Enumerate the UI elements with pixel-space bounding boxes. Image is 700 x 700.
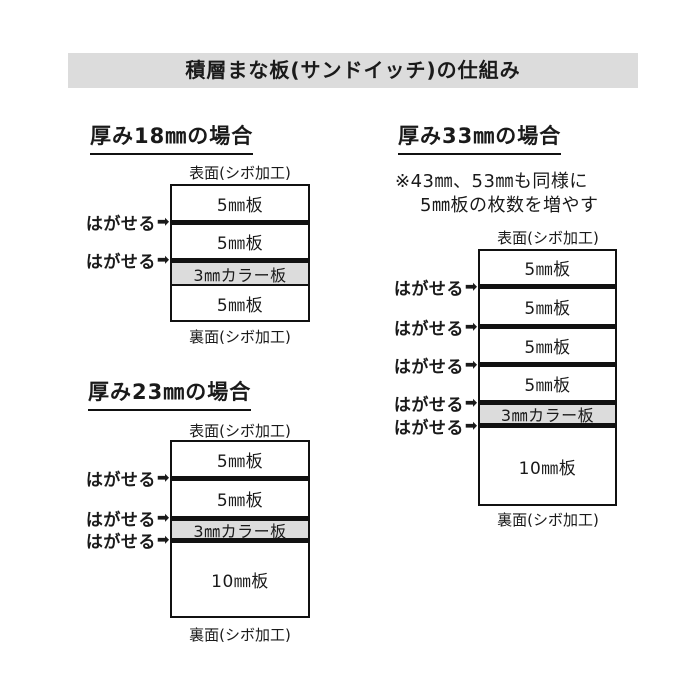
back-label: 裏面(シボ加工) xyxy=(189,626,291,644)
glue-line xyxy=(172,284,308,286)
layer-3mm-color: 3㎜カラー板 xyxy=(172,521,308,541)
peel-seam-line xyxy=(172,516,308,521)
peel-seam-line xyxy=(480,324,615,329)
peel-arrow-icon: ➡ xyxy=(464,355,478,374)
layer-stack: 5㎜板 5㎜板 3㎜カラー板 10㎜板 xyxy=(170,440,310,618)
peel-arrow-icon: ➡ xyxy=(156,468,170,487)
layer-5mm: 5㎜板 xyxy=(216,451,264,472)
peel-label: はがせる xyxy=(393,395,464,416)
peel-row: はがせる➡ xyxy=(394,353,478,378)
peel-label: はがせる xyxy=(393,357,464,378)
peel-row: はがせる➡ xyxy=(394,275,478,300)
diagram-33mm-heading: 厚み33㎜の場合 xyxy=(398,120,562,155)
back-label: 裏面(シボ加工) xyxy=(497,511,599,529)
peel-row: はがせる➡ xyxy=(86,466,170,491)
layer-stack: 5㎜板 5㎜板 3㎜カラー板 5㎜板 xyxy=(170,184,310,322)
peel-seam-line xyxy=(480,423,615,428)
peel-row: はがせる➡ xyxy=(394,315,478,340)
layer-5mm: 5㎜板 xyxy=(524,260,571,280)
peel-arrow-icon: ➡ xyxy=(464,277,478,296)
peel-label: はがせる xyxy=(85,214,156,235)
peel-arrow-icon: ➡ xyxy=(464,393,478,412)
layer-3mm-color: 3㎜カラー板 xyxy=(172,263,308,285)
layer-10mm: 10㎜板 xyxy=(211,572,269,592)
layer-5mm: 5㎜板 xyxy=(216,234,264,254)
peel-row: はがせる➡ xyxy=(86,210,170,235)
diagram-23mm-heading: 厚み23㎜の場合 xyxy=(88,376,252,411)
peel-arrow-icon: ➡ xyxy=(464,317,478,336)
peel-arrow-icon: ➡ xyxy=(464,416,478,435)
note-line-2: 5㎜板の枚数を増やす xyxy=(420,195,599,216)
peel-seam-line xyxy=(480,400,615,405)
peel-arrow-icon: ➡ xyxy=(156,250,170,269)
peel-label: はがせる xyxy=(85,252,156,273)
peel-seam-line xyxy=(480,362,615,367)
peel-row: はがせる➡ xyxy=(86,506,170,531)
peel-seam-line xyxy=(172,538,308,543)
page-title: 積層まな板(サンドイッチ)の仕組み xyxy=(68,53,638,88)
peel-label: はがせる xyxy=(393,418,464,439)
surface-label: 表面(シボ加工) xyxy=(189,164,291,182)
layer-5mm: 5㎜板 xyxy=(216,195,264,216)
peel-row: はがせる➡ xyxy=(394,414,478,439)
peel-label: はがせる xyxy=(85,510,156,531)
peel-row: はがせる➡ xyxy=(86,248,170,273)
peel-label: はがせる xyxy=(393,319,464,340)
layer-5mm: 5㎜板 xyxy=(524,376,571,396)
layer-3mm-color: 3㎜カラー板 xyxy=(480,405,615,425)
layer-5mm: 5㎜板 xyxy=(216,295,264,316)
layer-5mm: 5㎜板 xyxy=(524,338,571,358)
peel-seam-line xyxy=(480,284,615,289)
note-line-1: ※43㎜、53㎜も同様に xyxy=(395,171,588,192)
peel-seam-line xyxy=(172,476,308,481)
layer-5mm: 5㎜板 xyxy=(216,491,264,511)
peel-seam-line xyxy=(172,220,308,225)
layer-5mm: 5㎜板 xyxy=(524,299,571,319)
peel-label: はがせる xyxy=(85,470,156,491)
surface-label: 表面(シボ加工) xyxy=(497,229,599,247)
diagram-18mm-heading: 厚み18㎜の場合 xyxy=(90,120,254,155)
back-label: 裏面(シボ加工) xyxy=(189,328,291,346)
surface-label: 表面(シボ加工) xyxy=(189,422,291,440)
peel-seam-line xyxy=(172,258,308,263)
layer-stack: 5㎜板 5㎜板 5㎜板 5㎜板 3㎜カラー板 10㎜板 xyxy=(478,249,617,506)
peel-arrow-icon: ➡ xyxy=(156,530,170,549)
peel-row: はがせる➡ xyxy=(86,528,170,553)
peel-arrow-icon: ➡ xyxy=(156,508,170,527)
peel-arrow-icon: ➡ xyxy=(156,212,170,231)
peel-label: はがせる xyxy=(393,279,464,300)
layer-10mm: 10㎜板 xyxy=(518,458,577,479)
peel-row: はがせる➡ xyxy=(394,391,478,416)
peel-label: はがせる xyxy=(85,532,156,553)
